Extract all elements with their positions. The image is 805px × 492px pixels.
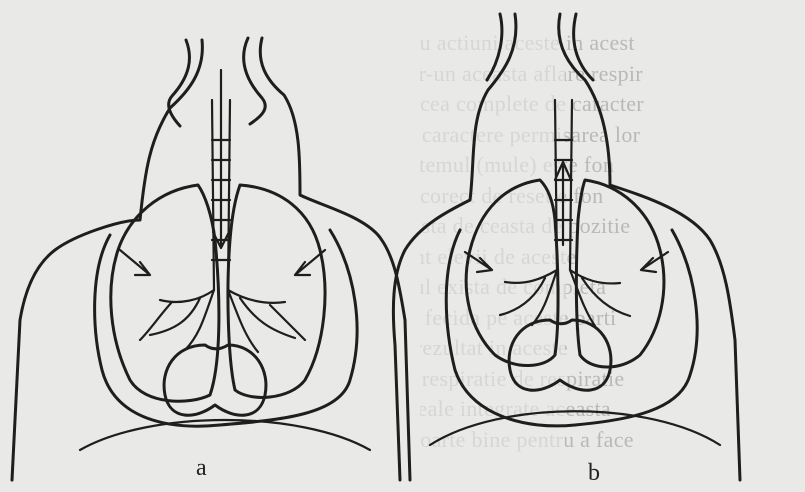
label-b: b xyxy=(588,460,600,487)
right-lung-b xyxy=(576,180,664,367)
label-a: a xyxy=(196,455,207,482)
